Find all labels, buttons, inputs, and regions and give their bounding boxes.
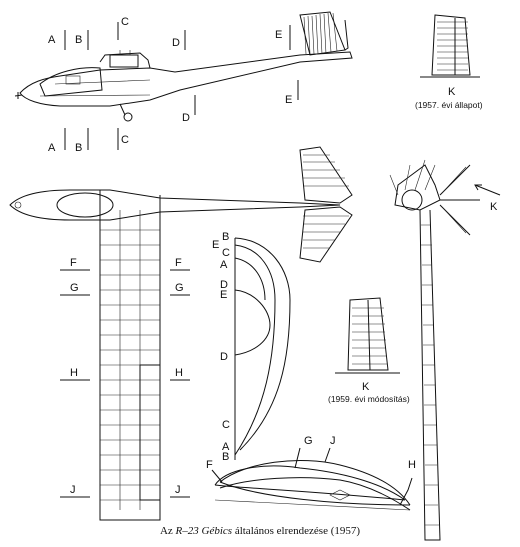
section-label-a: A <box>220 259 228 271</box>
section-label-d: D <box>220 279 228 291</box>
view-k-1959-note: (1959. évi módosítás) <box>328 394 410 404</box>
view-k-1959-label: K <box>362 381 370 393</box>
marker-a-top: A <box>48 34 56 46</box>
side-view-section-markers: A B C A B C D D E E <box>48 16 299 154</box>
profile-label-h: H <box>408 459 416 471</box>
section-label-d2: D <box>220 351 228 363</box>
section-label-c2: C <box>222 419 230 431</box>
section-label-top-b: B <box>222 231 229 243</box>
marker-b-bottom: B <box>75 142 82 154</box>
section-label-e2: E <box>220 289 227 301</box>
marker-a-bottom: A <box>48 142 56 154</box>
wing-profiles: F G J H <box>206 435 416 511</box>
view-k-1957: K (1957. évi állapot) <box>415 14 483 110</box>
marker-d-bottom: D <box>182 112 190 124</box>
view-k-1959: K (1959. évi módosítás) <box>328 297 410 404</box>
marker-j-right: J <box>175 484 181 496</box>
fuselage-sections: B E C A D E D C A B <box>212 231 291 463</box>
section-label-c: C <box>222 247 230 259</box>
caption-suffix: általános elrendezése (1957) <box>232 525 361 537</box>
marker-g-left: G <box>70 282 79 294</box>
caption-designation: R–23 Gébics <box>175 525 233 537</box>
marker-h-right: H <box>175 367 183 379</box>
marker-e-top: E <box>275 29 282 41</box>
section-label-a2: A <box>222 441 230 453</box>
caption-prefix: Az <box>159 525 176 537</box>
front-view: K <box>389 159 501 541</box>
profile-label-j: J <box>330 435 336 447</box>
view-k-1957-note: (1957. évi állapot) <box>415 100 483 110</box>
marker-j-left: J <box>70 484 76 496</box>
marker-b-top: B <box>75 34 82 46</box>
view-k-1957-label: K <box>448 86 456 98</box>
marker-g-right: G <box>175 282 184 294</box>
profile-label-f: F <box>206 459 213 471</box>
marker-c-top: C <box>121 16 129 28</box>
arrow-k-label: K <box>490 201 498 213</box>
marker-f-right: F <box>175 257 182 269</box>
top-view <box>9 146 353 521</box>
marker-c-bottom: C <box>121 134 129 146</box>
top-view-section-markers: F F G G H H J J <box>60 257 190 498</box>
side-view <box>14 11 353 122</box>
section-label-e: E <box>212 239 219 251</box>
figure-caption: Az R–23 Gébics általános elrendezése (19… <box>0 525 520 537</box>
marker-e-bottom: E <box>285 94 292 106</box>
marker-h-left: H <box>70 367 78 379</box>
marker-f-left: F <box>70 257 77 269</box>
section-label-b2: B <box>222 451 229 463</box>
profile-label-g: G <box>304 435 313 447</box>
marker-d-top: D <box>172 37 180 49</box>
